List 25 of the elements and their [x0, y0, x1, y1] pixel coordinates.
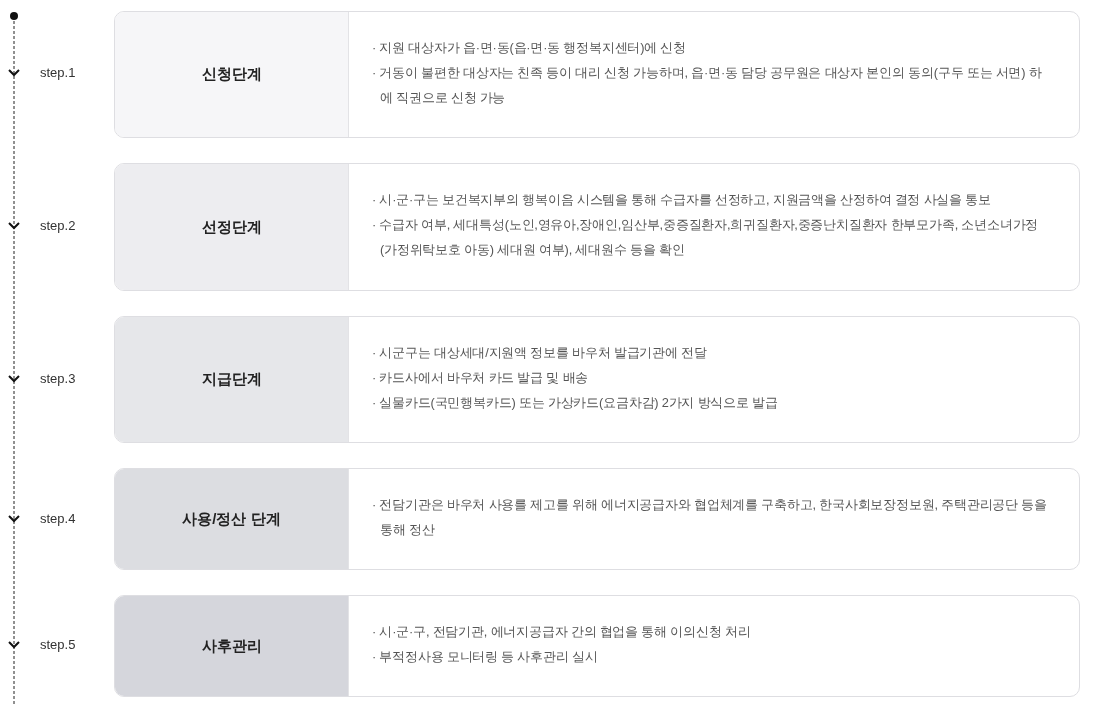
step-card: [114, 468, 1080, 570]
step-card: [114, 316, 1080, 443]
stage-panel: 사용/정산 단계: [115, 469, 349, 569]
bullet-text: · 전담기관은 바우처 사용를 제고를 위해 에너지공급자와 협업체계를 구축하고, 한국사회보장정보원, 주택관리공단 등을 통해 정산: [372, 496, 1047, 539]
bullet-text: · 시·군·구는 보건복지부의 행복이음 시스템을 통해 수급자를 선정하고, 지원금액을 산정하여 결정 사실을 통보: [372, 191, 992, 209]
bullet-text: · 지원 대상자가 읍·면·동(읍·면·동 행정복지센터)에 신청: [372, 39, 687, 57]
bullet-text: · 카드사에서 바우처 카드 발급 및 배송: [372, 369, 590, 387]
bullet-text: · 거동이 불편한 대상자는 친족 등이 대리 신청 가능하며, 읍·면·동 담당 공무원은 대상자 본인의 동의(구두 또는 서면) 하에 직권으로 신청 가능: [372, 64, 1043, 107]
bullet-text: · 실물카드(국민행복카드) 또는 가상카드(요금차감) 2가지 방식으로 발급: [372, 394, 779, 412]
step-label: step.3: [40, 370, 76, 388]
bullet-text: · 시군구는 대상세대/지원액 정보를 바우처 발급기관에 전달: [372, 344, 708, 362]
stage-panel: 신청단계: [115, 12, 349, 137]
bullet-text: · 시·군·구, 전담기관, 에너지공급자 간의 협업을 통해 이의신청 처리: [372, 623, 752, 641]
step-card: [114, 595, 1080, 697]
stage-panel: 선정단계: [115, 164, 349, 290]
stage-panel: 지급단계: [115, 317, 349, 442]
bullet-text: · 수급자 여부, 세대특성(노인,영유아,장애인,임산부,중증질환자,희귀질환자,중증난치질환자 한부모가족, 소년소녀가정(가정위탁보호 아동) 세대원 여부), 세대원수 등을 확인: [372, 216, 1040, 259]
step-card: [114, 11, 1080, 138]
step-label: step.4: [40, 510, 76, 528]
step-card: [114, 163, 1080, 291]
step-label: step.2: [40, 217, 76, 235]
step-label: step.5: [40, 636, 76, 654]
stage-panel: 사후관리: [115, 596, 349, 696]
bullet-text: · 부적정사용 모니터링 등 사후관리 실시: [372, 648, 599, 666]
step-label: step.1: [40, 64, 76, 82]
